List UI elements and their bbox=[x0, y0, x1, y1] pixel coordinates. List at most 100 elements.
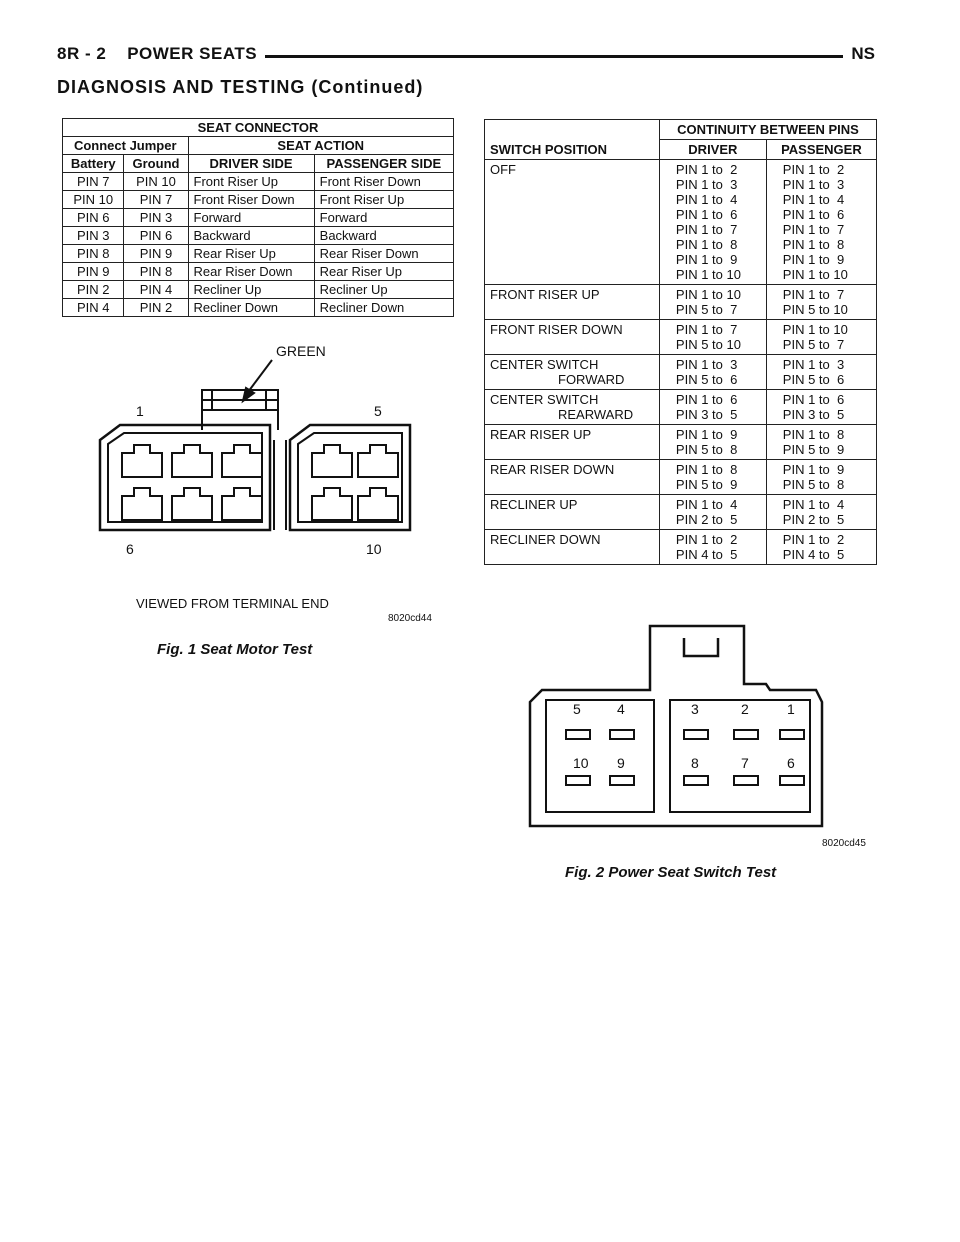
switch-position: REAR RISER UP bbox=[484, 424, 660, 460]
driver-action: Front Riser Down bbox=[187, 190, 315, 209]
passenger-side-header: PASSENGER SIDE bbox=[313, 154, 455, 173]
pin-pair: PIN 4 to 5 bbox=[675, 547, 738, 562]
switch-position: FRONT RISER UP bbox=[484, 284, 660, 320]
pin-pair: PIN 3 to 5 bbox=[675, 407, 738, 422]
pin-pair: PIN 1 to 6 bbox=[782, 392, 845, 407]
switch-position-label: REAR RISER DOWN bbox=[490, 462, 615, 477]
action-header: SEAT ACTION bbox=[187, 136, 454, 155]
battery-pin: PIN 7 bbox=[61, 172, 125, 191]
pin-pair: PIN 1 to 3 bbox=[782, 177, 845, 192]
switch-pin-number: 4 bbox=[617, 701, 625, 717]
ground-pin: PIN 3 bbox=[123, 208, 189, 227]
passenger-action: Forward bbox=[313, 208, 455, 227]
passenger-action: Rear Riser Up bbox=[313, 262, 455, 281]
switch-pin-number: 6 bbox=[787, 755, 795, 771]
pin-pair: PIN 5 to 8 bbox=[675, 442, 738, 457]
switch-terminal-slot bbox=[609, 775, 635, 786]
switch-terminal-slot bbox=[565, 729, 591, 740]
switch-terminal-slot bbox=[779, 729, 805, 740]
driver-action: Rear Riser Down bbox=[187, 262, 315, 281]
battery-header: Battery bbox=[61, 154, 125, 173]
switch-position-label: RECLINER UP bbox=[490, 497, 578, 512]
switch-position-header: SWITCH POSITION bbox=[484, 119, 660, 160]
switch-terminal-slot bbox=[565, 775, 591, 786]
passenger-action: Backward bbox=[313, 226, 455, 245]
battery-pin: PIN 9 bbox=[61, 262, 125, 281]
pin-pair: PIN 5 to 6 bbox=[782, 372, 845, 387]
driver-side-header: DRIVER SIDE bbox=[187, 154, 315, 173]
pin-cavity bbox=[311, 487, 353, 521]
pin-pair: PIN 1 to 2 bbox=[782, 162, 845, 177]
switch-pin-number: 5 bbox=[573, 701, 581, 717]
pin-cavity bbox=[357, 487, 399, 521]
passenger-action: Front Riser Up bbox=[313, 190, 455, 209]
switch-position: REAR RISER DOWN bbox=[484, 459, 660, 495]
passenger-action: Rear Riser Down bbox=[313, 244, 455, 263]
pin-pair: PIN 1 to 10 bbox=[675, 267, 741, 282]
pin-pair: PIN 2 to 5 bbox=[675, 512, 738, 527]
ground-pin: PIN 6 bbox=[123, 226, 189, 245]
pin-pair: PIN 1 to 2 bbox=[782, 532, 845, 547]
ground-header: Ground bbox=[123, 154, 189, 173]
pin-pair: PIN 1 to 7 bbox=[675, 222, 738, 237]
ground-pin: PIN 4 bbox=[123, 280, 189, 299]
switch-position-label: REARWARD bbox=[558, 407, 634, 422]
switch-terminal-slot bbox=[779, 775, 805, 786]
switch-position-label: CENTER SWITCH bbox=[490, 357, 599, 372]
pin-pair: PIN 5 to 10 bbox=[782, 302, 848, 317]
switch-position: RECLINER DOWN bbox=[484, 529, 660, 565]
seat-connector-diagram: GREEN 1 5 6 10 VIEWED FROM TERMINAL END … bbox=[98, 343, 432, 624]
pin-pair: PIN 1 to 6 bbox=[782, 207, 845, 222]
pin-pair: PIN 1 to 9 bbox=[675, 427, 738, 442]
pin-pair: PIN 5 to 8 bbox=[782, 477, 845, 492]
wire-color-label: GREEN bbox=[276, 343, 326, 359]
pin-cavity bbox=[357, 444, 399, 478]
pin-pair: PIN 1 to 4 bbox=[675, 497, 738, 512]
passenger-action: Recliner Down bbox=[313, 298, 455, 317]
ground-pin: PIN 10 bbox=[123, 172, 189, 191]
pin-pair: PIN 1 to 8 bbox=[782, 427, 845, 442]
switch-position-label: REAR RISER UP bbox=[490, 427, 592, 442]
switch-pin-number: 1 bbox=[787, 701, 795, 717]
battery-pin: PIN 3 bbox=[61, 226, 125, 245]
figure-code: 8020cd44 bbox=[388, 613, 432, 624]
passenger-action: Recliner Up bbox=[313, 280, 455, 299]
pin-pair: PIN 1 to 3 bbox=[782, 357, 845, 372]
pin-pair: PIN 1 to 3 bbox=[675, 177, 738, 192]
pin-pair: PIN 5 to 9 bbox=[782, 442, 845, 457]
pin-pair: PIN 1 to 7 bbox=[782, 287, 845, 302]
switch-terminal-slot bbox=[733, 775, 759, 786]
pin-pair: PIN 1 to 6 bbox=[675, 207, 738, 222]
switch-position-label: FORWARD bbox=[558, 372, 625, 387]
driver-header: DRIVER bbox=[658, 139, 767, 160]
pin-10-label: 10 bbox=[366, 541, 382, 557]
section-code: 8R - 2 POWER SEATS bbox=[57, 44, 266, 64]
switch-position-label: RECLINER DOWN bbox=[490, 532, 601, 547]
passenger-action: Front Riser Down bbox=[313, 172, 455, 191]
switch-pin-number: 9 bbox=[617, 755, 625, 771]
seat-table-title: SEAT CONNECTOR bbox=[62, 118, 454, 137]
